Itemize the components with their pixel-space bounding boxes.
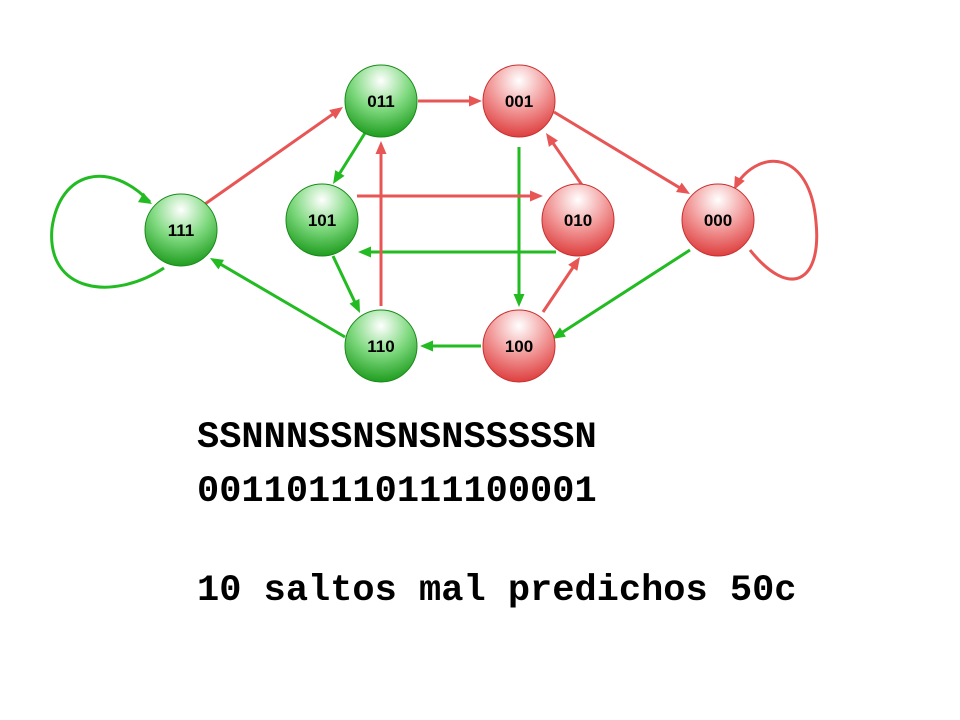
state-node-000: 000 [681, 183, 755, 257]
state-node-001: 001 [482, 64, 556, 138]
arrowhead-011-to-001 [469, 95, 482, 107]
outcome-sequence: SSNNNSSNSNSNSSSSSN [197, 417, 597, 459]
state-label-011: 011 [367, 92, 394, 111]
arrowhead-100-to-110 [420, 340, 433, 352]
state-label-000: 000 [704, 211, 732, 230]
edge-101-to-110 [331, 255, 360, 313]
edge-100-to-110 [420, 340, 481, 352]
state-circle-111 [144, 193, 218, 267]
edge-110-to-011 [375, 141, 387, 306]
state-label-110: 110 [367, 337, 394, 356]
edge-011-to-101 [333, 132, 367, 184]
state-circle-011 [344, 64, 418, 138]
misprediction-summary: 10 saltos mal predichos 50c [197, 570, 797, 612]
edges-layer [50, 95, 819, 352]
state-node-010: 010 [541, 183, 615, 257]
edge-111-to-011 [204, 107, 343, 206]
edge-000-to-100 [552, 248, 691, 339]
state-node-100: 100 [482, 309, 556, 383]
state-label-001: 001 [505, 92, 533, 111]
edge-010-to-101 [358, 246, 556, 258]
loop-path-111 [50, 174, 165, 289]
arrowhead-010-to-001 [546, 133, 558, 147]
state-circle-000 [681, 183, 755, 257]
edge-101-to-010 [357, 190, 543, 202]
bit-sequence: 001101110111100001 [197, 471, 597, 513]
arrowhead-111-to-011 [329, 107, 343, 119]
state-node-101: 101 [285, 183, 359, 257]
state-node-111: 111 [144, 193, 218, 267]
edge-line-000-to-100 [560, 248, 691, 335]
edge-line-010-to-001 [551, 141, 584, 186]
state-circle-100 [482, 309, 556, 383]
arrowhead-loop-000 [734, 175, 745, 190]
state-node-011: 011 [344, 64, 418, 138]
edge-001-to-000 [553, 110, 690, 194]
arrowhead-100-to-010 [568, 257, 580, 271]
edge-line-111-to-011 [204, 112, 335, 206]
state-label-101: 101 [308, 211, 336, 230]
state-circle-010 [541, 183, 615, 257]
edge-100-to-010 [541, 257, 580, 313]
arrowhead-110-to-111 [210, 258, 224, 270]
state-node-110: 110 [344, 309, 418, 383]
arrowhead-001-to-100 [513, 294, 525, 307]
edge-line-101-to-110 [331, 255, 357, 304]
state-label-010: 010 [564, 211, 592, 230]
arrowhead-101-to-010 [530, 190, 543, 202]
arrowhead-110-to-011 [375, 141, 387, 154]
edge-010-to-001 [546, 133, 584, 186]
arrowhead-011-to-101 [333, 170, 345, 184]
edge-011-to-001 [418, 95, 482, 107]
nodes-layer: 011 001 111 101 010 000 110 100 [144, 64, 755, 383]
arrowhead-000-to-100 [552, 327, 566, 339]
state-circle-110 [344, 309, 418, 383]
edge-line-100-to-010 [541, 265, 576, 313]
state-circle-101 [285, 183, 359, 257]
state-circle-001 [482, 64, 556, 138]
edge-line-110-to-111 [218, 262, 346, 339]
edge-line-001-to-000 [553, 110, 682, 190]
state-label-111: 111 [168, 221, 195, 240]
arrowhead-101-to-110 [349, 298, 360, 313]
loop-path-000 [734, 159, 819, 281]
state-label-100: 100 [505, 337, 533, 356]
arrowhead-loop-111 [138, 192, 152, 204]
edge-line-011-to-101 [337, 132, 367, 176]
edge-110-to-111 [210, 258, 346, 339]
arrowhead-001-to-000 [676, 182, 690, 194]
edge-111-to-111 [50, 174, 165, 289]
arrowhead-010-to-101 [358, 246, 371, 258]
edge-001-to-100 [513, 147, 525, 307]
edge-000-to-000 [734, 159, 819, 281]
